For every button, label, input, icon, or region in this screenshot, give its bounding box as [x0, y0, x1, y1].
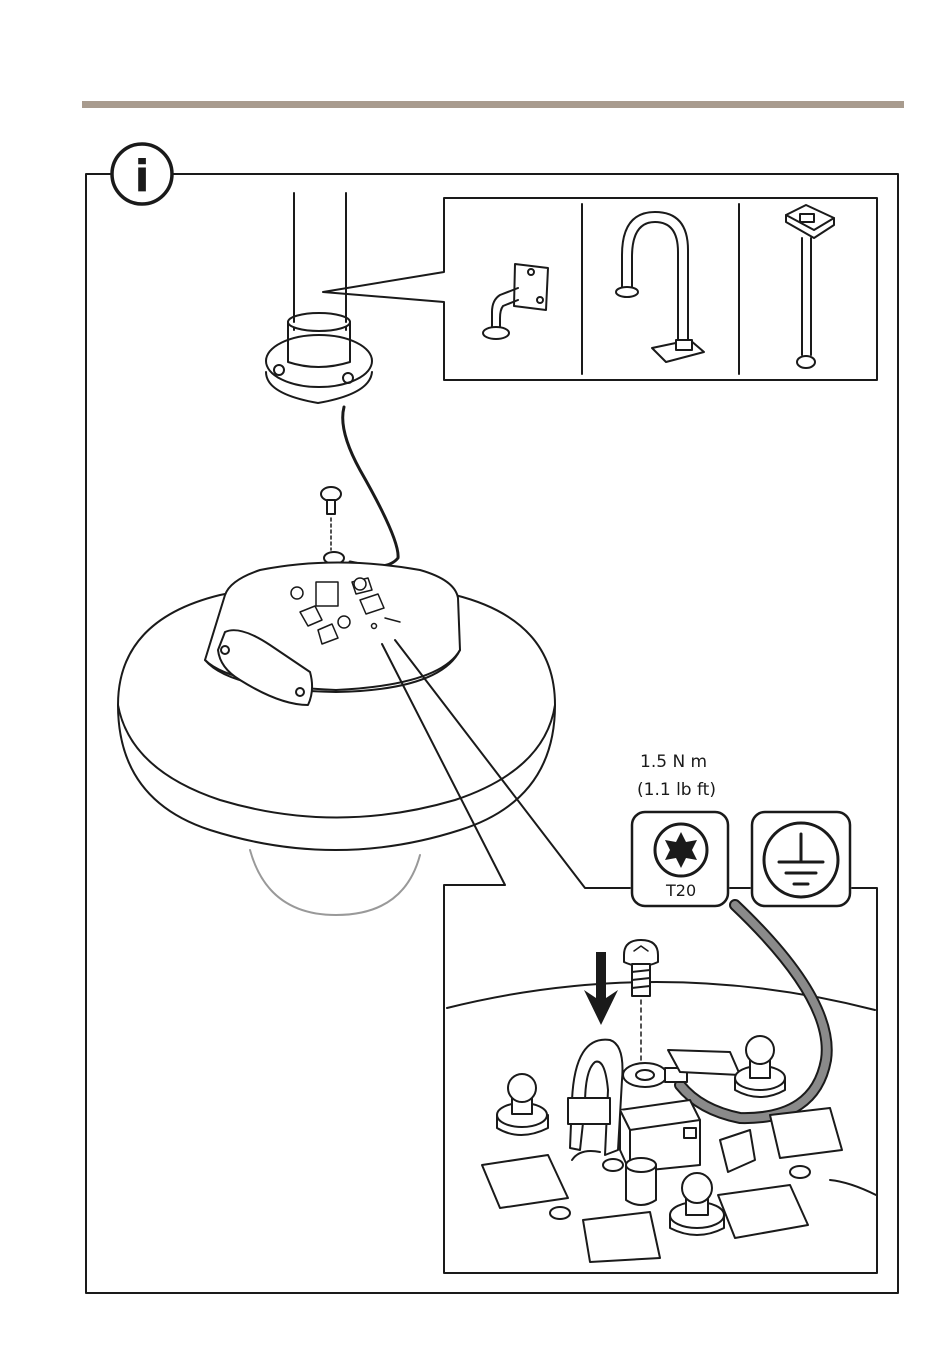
mount-flange: [266, 313, 372, 403]
mount-pole: [294, 193, 346, 330]
torque-metric-label: 1.5 N m: [640, 752, 707, 772]
ground-cable: [343, 407, 398, 566]
ground-screw: [321, 487, 341, 550]
protective-earth-icon: [752, 812, 850, 906]
camera-dome: [250, 850, 420, 915]
detail-ground-screw: [624, 940, 658, 1060]
camera-housing: [118, 563, 555, 916]
detail-wire: [830, 1180, 876, 1195]
down-arrow-icon: [584, 952, 618, 1025]
torque-imperial-label: (1.1 lb ft): [637, 780, 716, 800]
header-rule: [82, 101, 904, 108]
torx-size-label: T20: [666, 881, 696, 900]
svg-text:i: i: [134, 151, 149, 202]
detail-ground-cable: [623, 905, 827, 1118]
info-icon: i: [112, 144, 172, 204]
mount-options-panel: [323, 198, 877, 380]
